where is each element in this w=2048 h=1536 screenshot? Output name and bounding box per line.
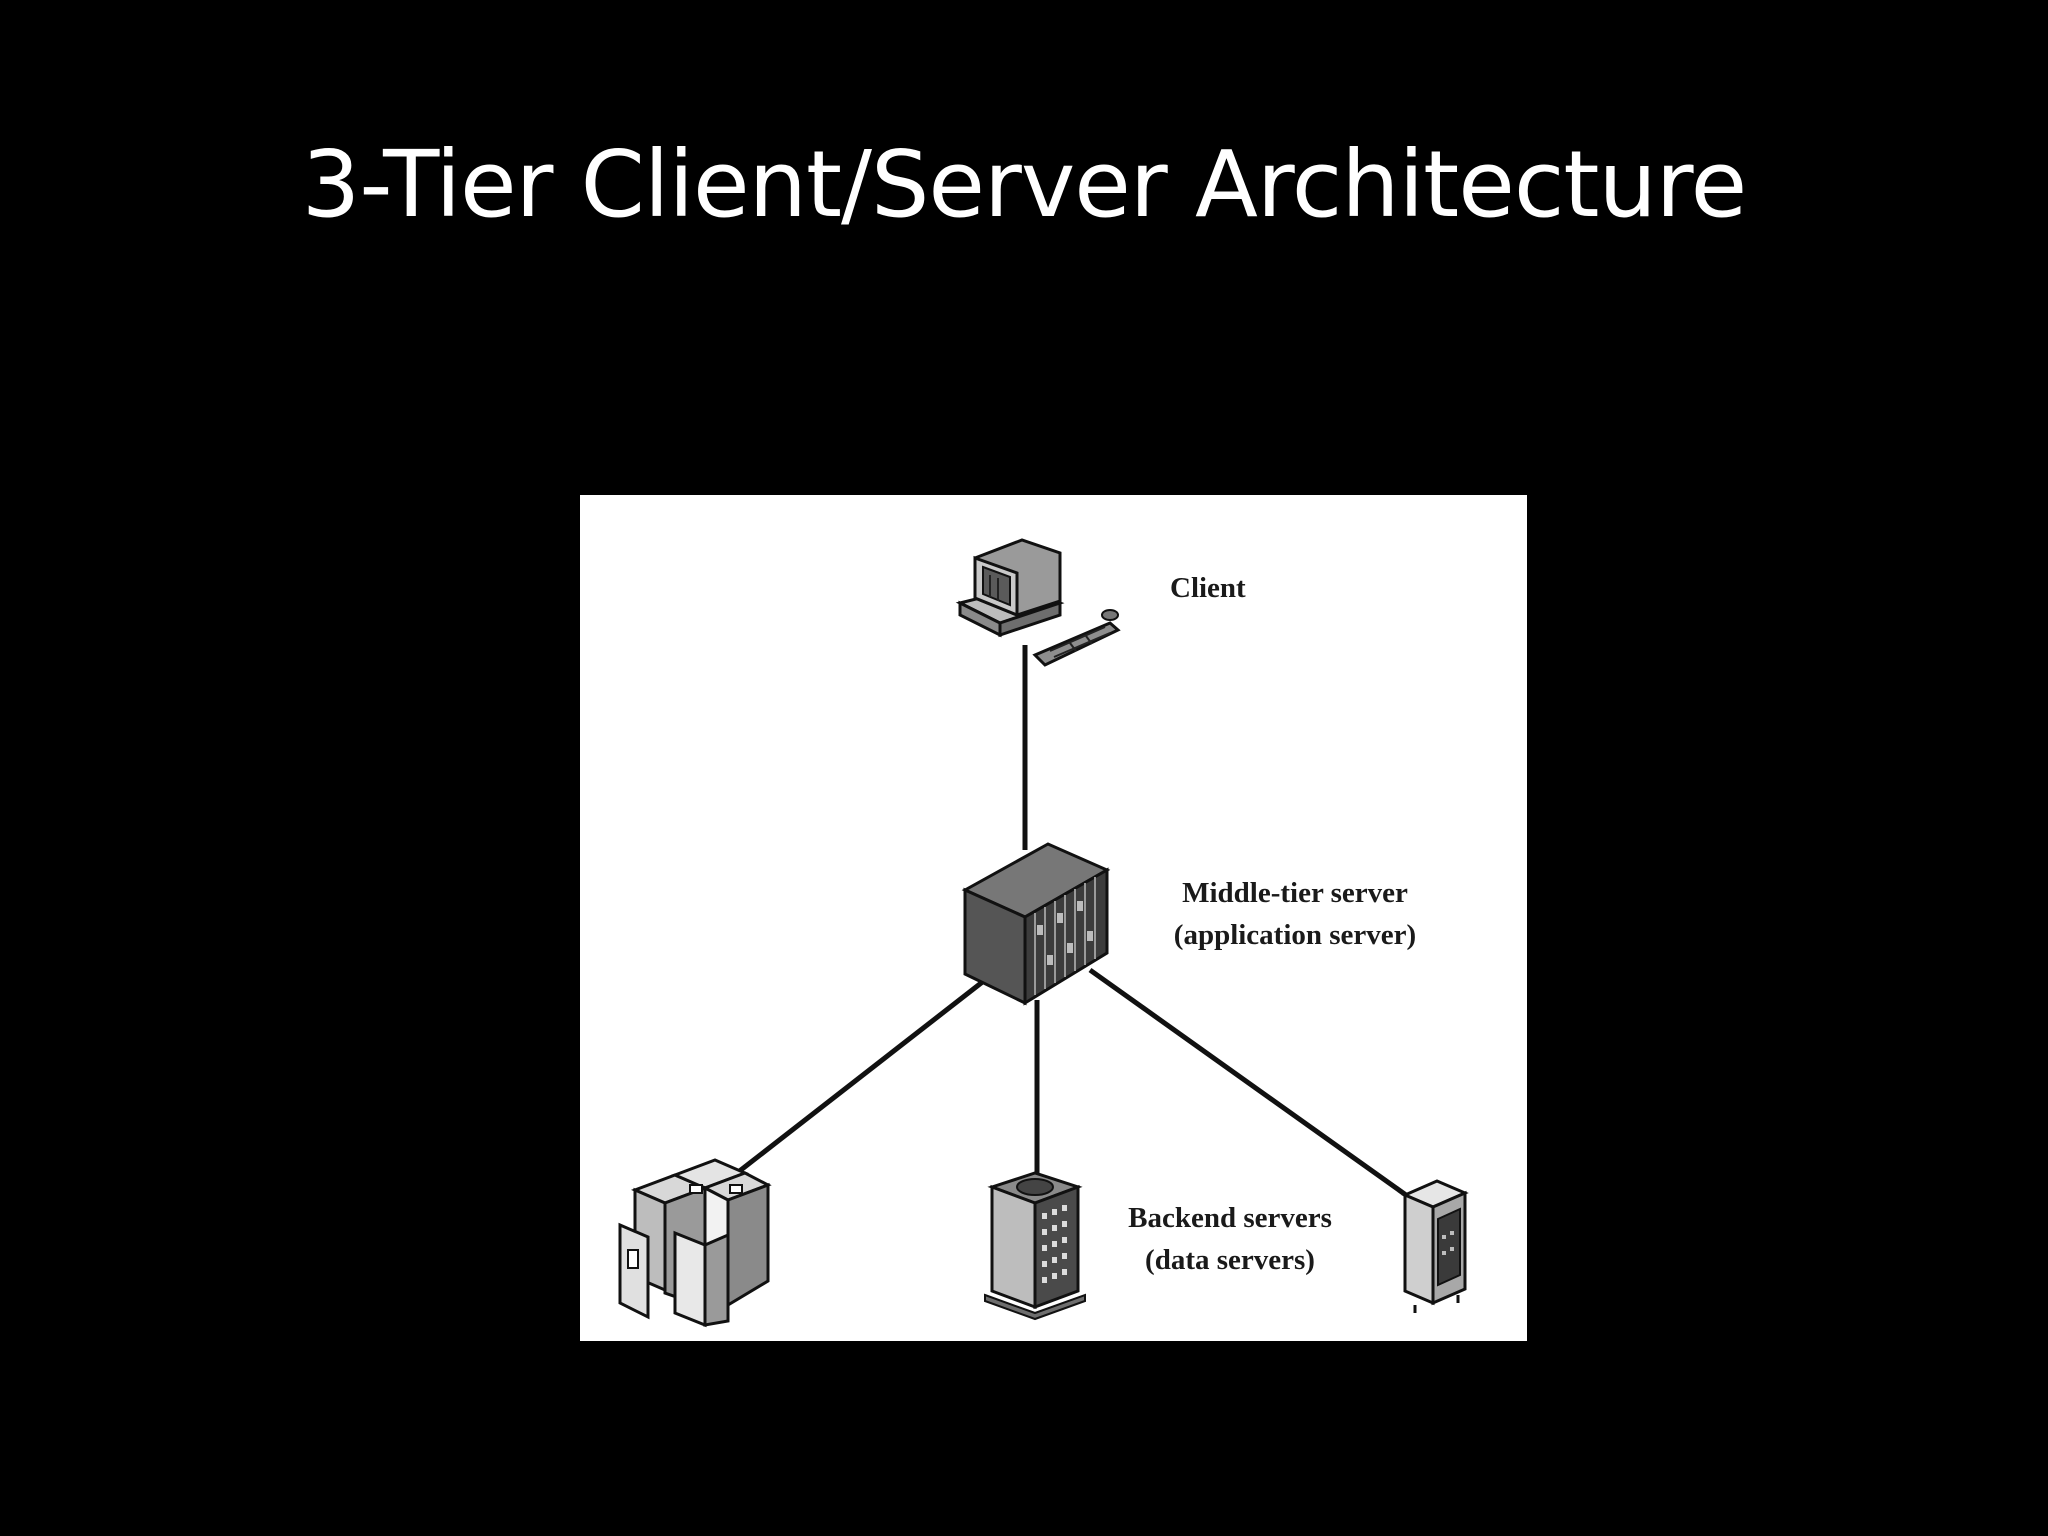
middle-tier-label-line1: Middle-tier server [1182,877,1408,909]
mainframe-cluster-icon [618,1158,772,1328]
middle-tier-label-line2: (application server) [1173,919,1417,951]
diagram-canvas [618,538,1469,1328]
small-server-icon [1401,1179,1469,1313]
backend-label-line2: (data servers) [1145,1244,1315,1276]
desktop-computer-icon [955,538,1121,667]
middle-tier-label: Middle-tier server (application server) [1135,872,1455,956]
connections [726,645,1422,1208]
slide-title: 3-Tier Client/Server Architecture [301,131,1747,238]
client-label: Client [1170,572,1246,604]
architecture-diagram: Client Middle-tier server (application s… [580,495,1527,1341]
backend-label: Backend servers (data servers) [1095,1197,1365,1281]
tower-server-icon [984,1171,1086,1321]
middle-to-small-server-line [1088,967,1422,1208]
middle-to-mainframe-line [726,978,987,1182]
backend-label-line1: Backend servers [1128,1202,1332,1234]
server-cabinet-icon [961,842,1111,1006]
